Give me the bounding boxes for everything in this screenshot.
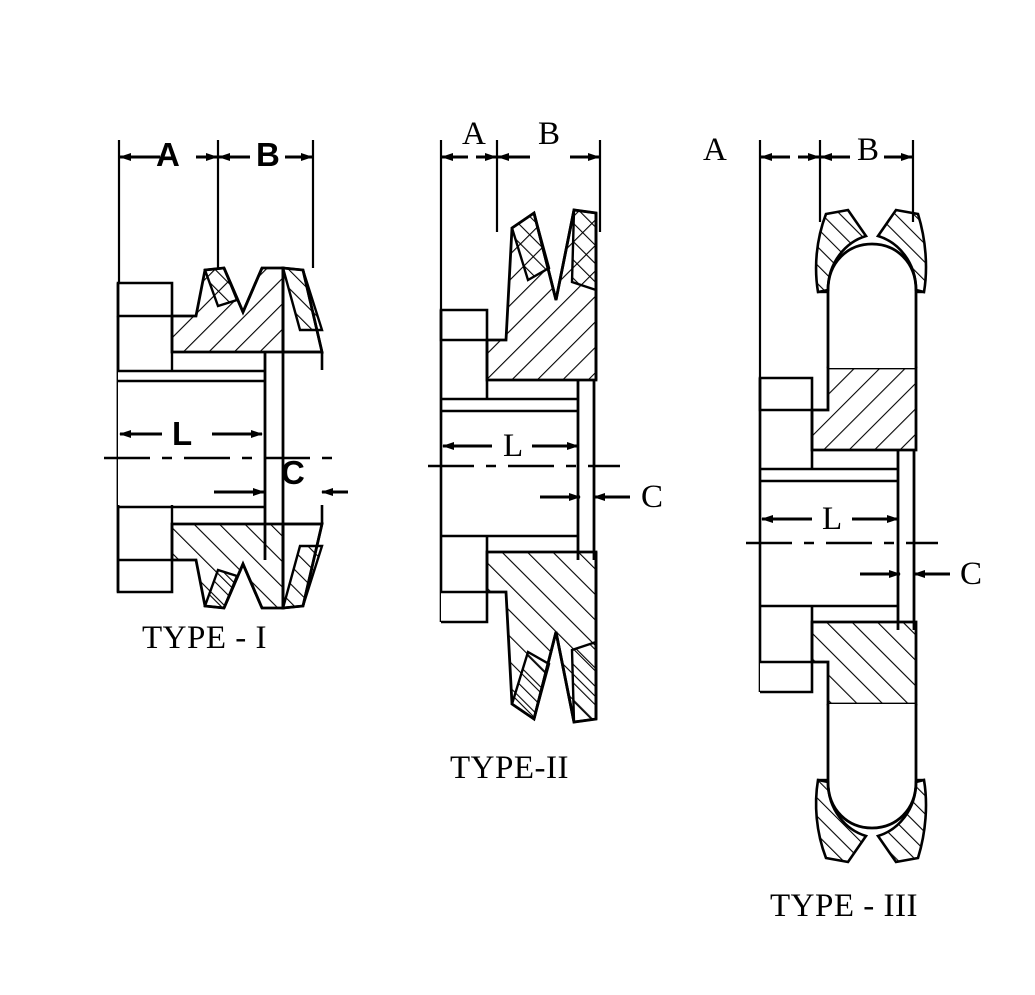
figure-type-1 [104,140,348,610]
type-1-dimension-c-label: C [281,454,305,491]
type-1-dimension-l-label: L [172,415,193,452]
type-3-dimension-c-label: C [960,556,983,592]
type-2-dimension-l-label: L [503,428,524,464]
type-1-title: TYPE - I [142,620,267,656]
figure-type-2 [428,140,630,724]
type-2-title: TYPE-II [450,750,569,786]
type-3-dimension-a-label: A [703,132,727,168]
type-2-dimension-a-label: A [462,116,486,152]
type-3-dimension-b-label: B [857,132,880,168]
figure-type-3 [746,140,950,864]
type-2-dimension-b-label: B [538,116,561,152]
type-1-dimension-a-label: A [156,136,180,173]
type-3-dimension-l-label: L [822,501,843,537]
type-1-dimension-b-label: B [256,136,280,173]
type-2-dimension-c-label: C [641,479,664,515]
type-3-title: TYPE - III [770,888,918,924]
